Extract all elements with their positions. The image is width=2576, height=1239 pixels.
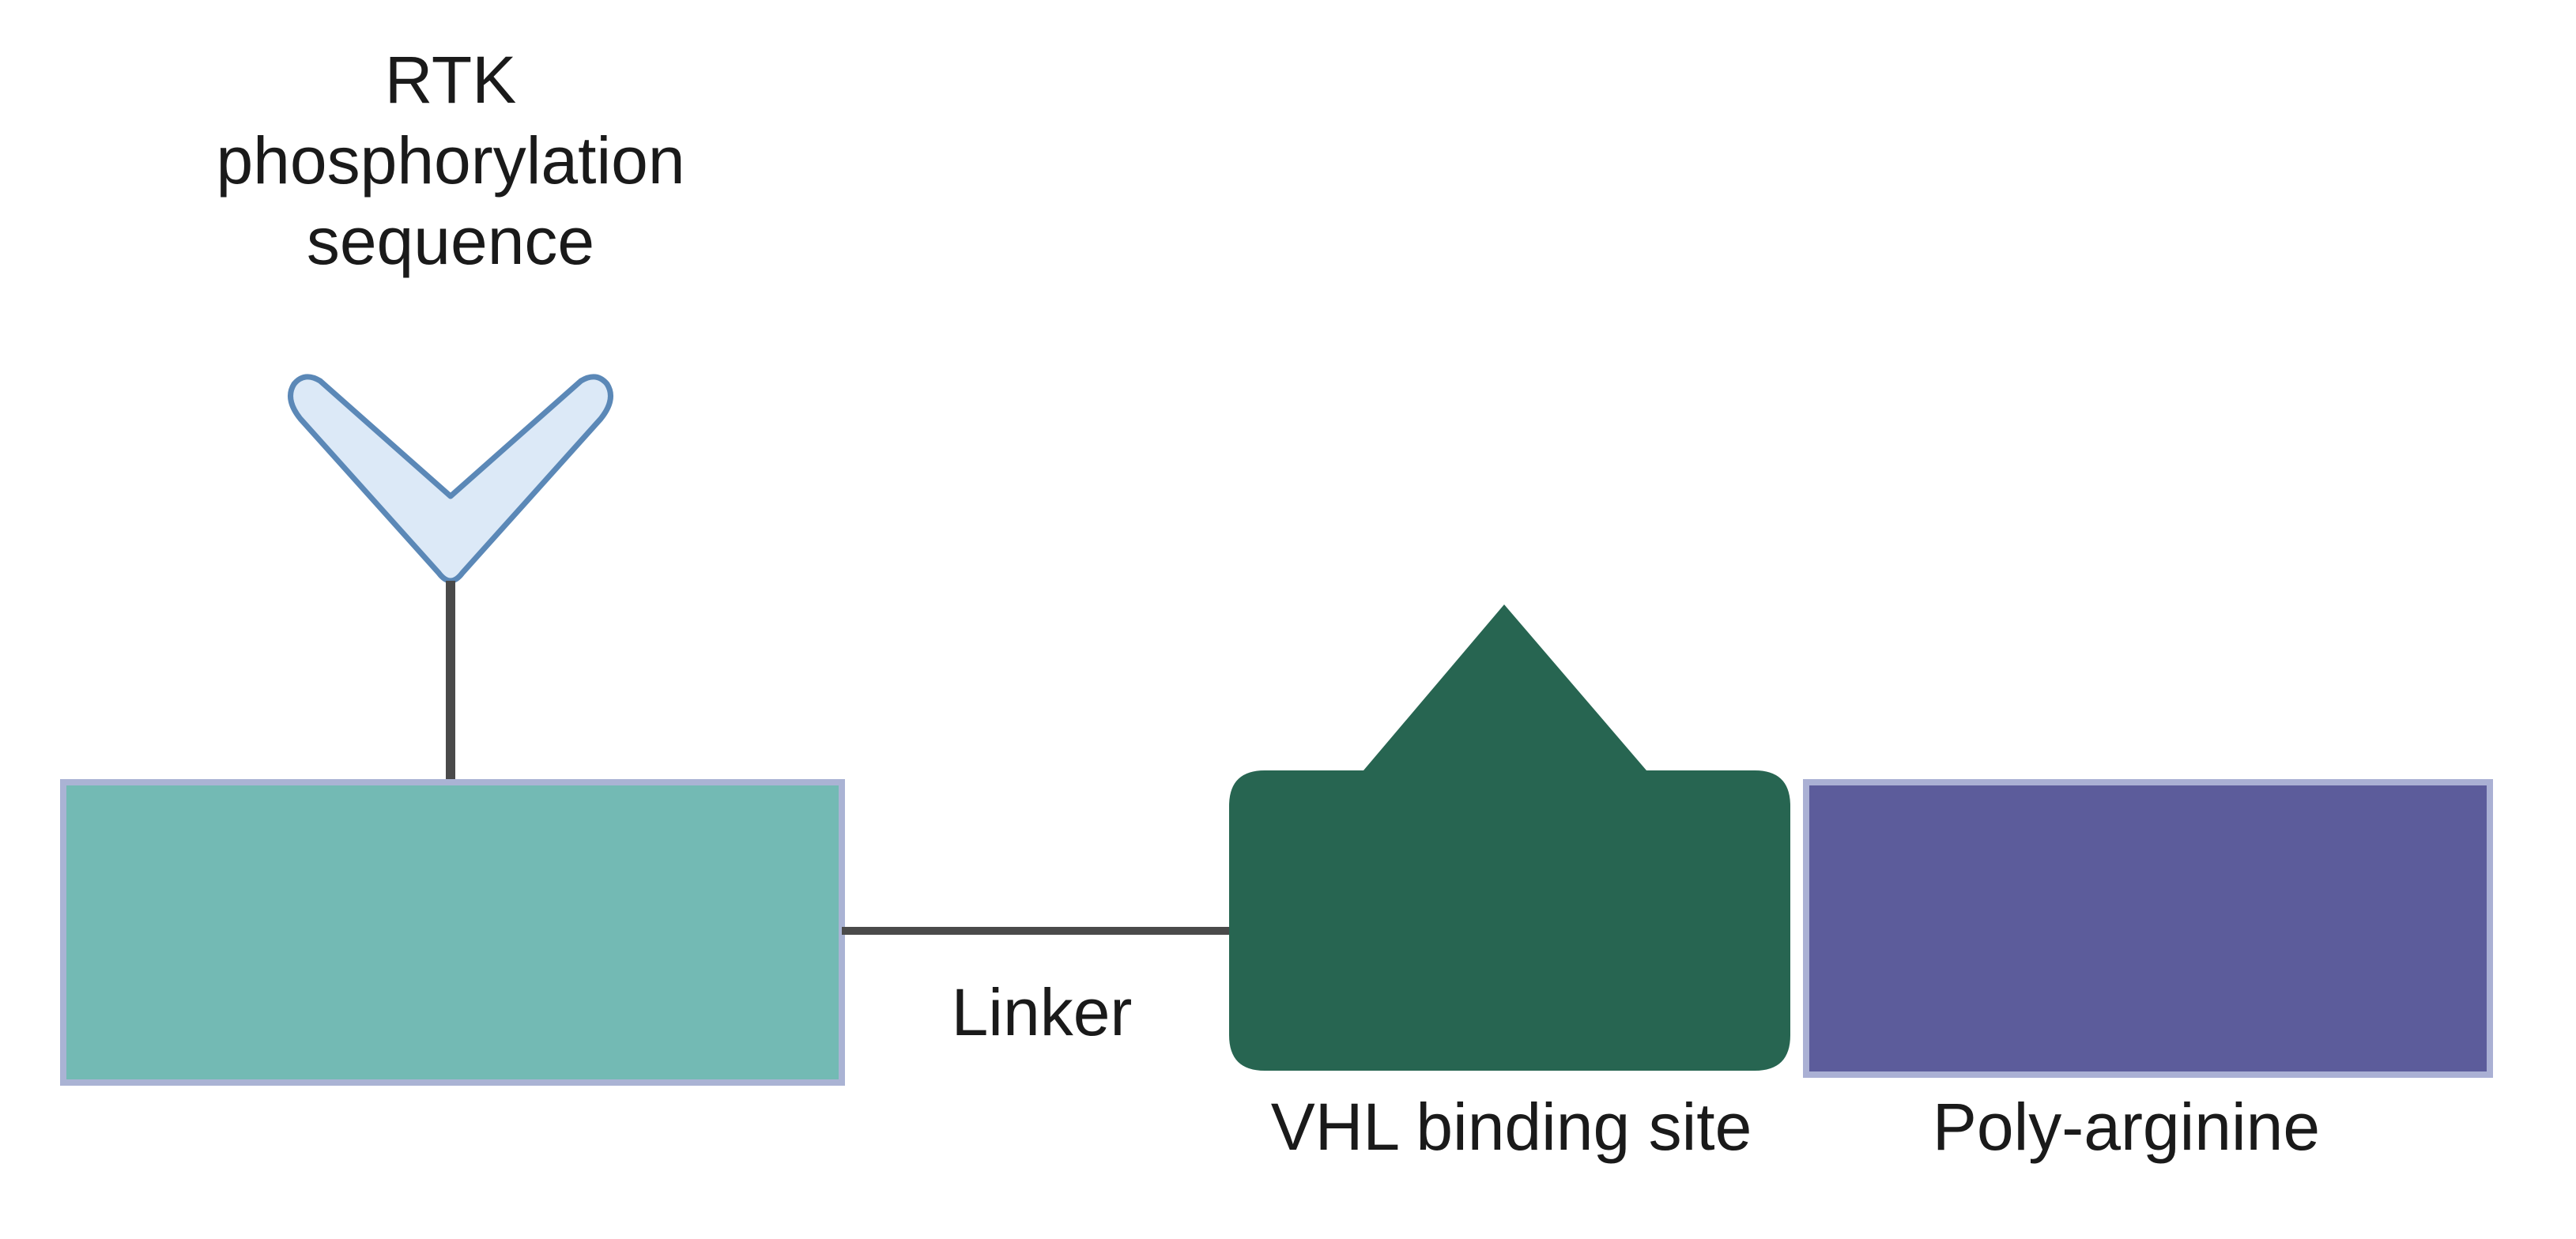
- linker-label: Linker: [952, 975, 1133, 1049]
- rtk-label-line-2: phosphorylation: [216, 123, 685, 198]
- rtk-phosphorylation-label: RTK phosphorylation sequence: [216, 43, 685, 278]
- poly-arginine-block: [1803, 779, 2493, 1078]
- rtk-label-line-3: sequence: [307, 204, 594, 278]
- phosphorylation-v-shape: [288, 374, 613, 584]
- poly-arginine-label: Poly-arginine: [1933, 1090, 2320, 1164]
- vhl-binding-site-label: VHL binding site: [1271, 1090, 1752, 1164]
- teal-domain-block: [60, 779, 845, 1086]
- rtk-label-line-1: RTK: [385, 43, 516, 117]
- vhl-binding-site-block: [1229, 604, 1790, 1071]
